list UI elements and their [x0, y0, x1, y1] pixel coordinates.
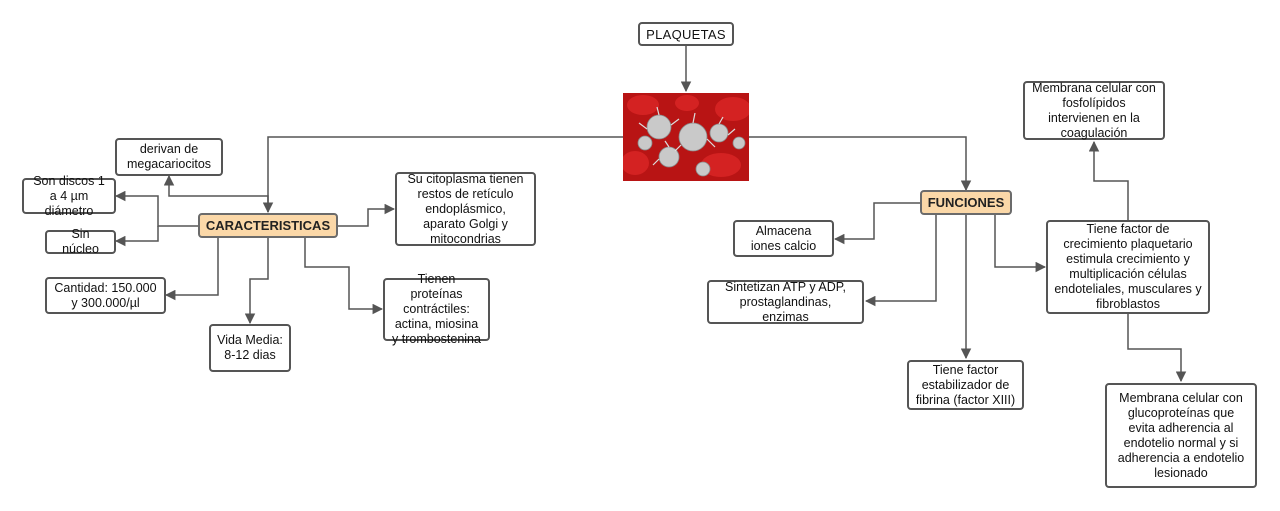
edge-car-discos: [114, 190, 198, 227]
edge-car-vida: [244, 238, 269, 325]
node-funciones: FUNCIONES: [920, 190, 1012, 215]
node-citoplasma: Su citoplasma tienen restos de retículo …: [395, 172, 536, 246]
platelet-spikes: [638, 106, 736, 166]
node-vida-media: Vida Media: 8-12 dias: [209, 324, 291, 372]
node-sin-nucleo: Sin núcleo: [45, 227, 116, 256]
edge-fun-calcio: [833, 202, 920, 245]
edge-car-proteinas: [304, 238, 384, 315]
node-discos: Son discos 1 a 4 µm diámetro: [22, 174, 116, 218]
edge-car-nucleo: [114, 226, 159, 247]
node-glucoproteinas: Membrana celular con glucoproteínas que …: [1105, 383, 1257, 488]
node-caracteristicas: CARACTERISTICAS: [198, 213, 338, 238]
node-calcio: Almacena iones calcio: [733, 220, 834, 257]
red-blood-cells: [623, 95, 749, 177]
edge-crec-glucoproteinas: [1127, 314, 1187, 383]
node-proteinas: Tienen proteínas contráctiles: actina, m…: [383, 272, 490, 346]
edge-image-caracteristicas: [262, 136, 623, 214]
node-crecimiento: Tiene factor de crecimiento plaquetario …: [1046, 220, 1210, 314]
edge-crec-fosfolipidos: [1088, 140, 1129, 220]
edge-car-citoplasma: [338, 203, 396, 227]
edge-car-megacariocitos: [163, 174, 269, 212]
node-fosfolipidos: Membrana celular con fosfolípidos interv…: [1023, 81, 1165, 140]
node-cantidad: Cantidad: 150.000 y 300.000/µl: [45, 277, 166, 314]
node-atp: Sintetizan ATP y ADP, prostaglandinas, e…: [707, 280, 864, 324]
edge-fun-atp: [864, 215, 937, 307]
node-factor-xiii: Tiene factor estabilizador de fibrina (f…: [907, 360, 1024, 410]
edge-car-cantidad: [164, 238, 219, 301]
edge-image-funciones: [749, 136, 972, 192]
node-megacariocitos: derivan de megacariocitos: [115, 138, 223, 176]
platelets-microscopy-image: [623, 93, 749, 181]
edge-fun-crecimiento: [994, 215, 1047, 273]
title-plaquetas: PLAQUETAS: [638, 22, 734, 46]
